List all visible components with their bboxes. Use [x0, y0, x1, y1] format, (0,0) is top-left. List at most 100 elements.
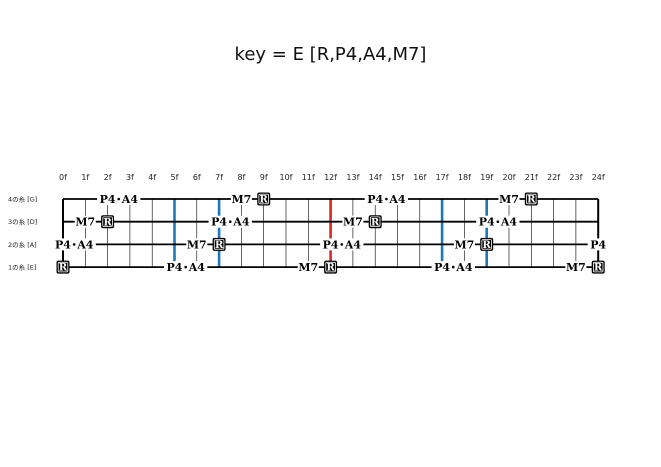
- root-note-label: R: [326, 263, 335, 274]
- root-note-label: R: [215, 240, 224, 251]
- fret-number-label: 23f: [569, 173, 582, 182]
- note-background: [297, 261, 319, 274]
- interval-note-label: P4: [211, 216, 227, 229]
- interval-separator-dot: [184, 265, 187, 269]
- fret-number-label: 13f: [346, 173, 359, 182]
- interval-note-label: P4: [367, 193, 383, 206]
- fret-number-label: 21f: [525, 173, 538, 182]
- root-note-box: [368, 215, 382, 229]
- root-note-inner-frame: [57, 261, 69, 273]
- note-background: [342, 238, 364, 251]
- string-name-label: 4の糸 [G]: [8, 195, 37, 204]
- root-note-box: [524, 192, 538, 206]
- root-note-inner-frame: [213, 239, 225, 250]
- interval-note-label: A4: [455, 261, 473, 274]
- root-note-label: R: [260, 195, 269, 206]
- page-title: key = E [R,P4,A4,M7]: [234, 44, 427, 65]
- note-background: [74, 215, 96, 228]
- interval-separator-dot: [451, 265, 455, 269]
- note-background: [186, 238, 208, 251]
- interval-note-label: A4: [388, 193, 406, 206]
- note-background: [498, 215, 520, 228]
- note-background: [431, 261, 453, 274]
- interval-note-label: P4: [100, 193, 116, 206]
- root-note-inner-frame: [526, 193, 537, 205]
- fret-number-label: 9f: [260, 173, 268, 182]
- note-background: [453, 261, 475, 274]
- interval-separator-dot: [72, 243, 76, 246]
- interval-note-label: M7: [231, 193, 251, 206]
- fret-number-label: 20f: [503, 173, 516, 182]
- interval-note-label: P4: [590, 238, 606, 251]
- fret-number-label: 5f: [171, 173, 179, 182]
- note-background: [230, 193, 252, 205]
- note-background: [387, 193, 408, 205]
- interval-note-label: M7: [499, 193, 519, 206]
- root-note-box: [591, 260, 605, 274]
- root-note-label: R: [483, 240, 492, 251]
- root-note-box: [101, 215, 115, 229]
- note-background: [164, 261, 185, 274]
- root-note-box: [480, 237, 494, 251]
- fret-number-label: 16f: [413, 173, 426, 182]
- string-name-label: 3の糸 [D]: [8, 217, 37, 226]
- fret-number-label: 3f: [126, 173, 134, 182]
- interval-note-label: M7: [566, 261, 586, 274]
- interval-note-label: P4: [479, 216, 495, 229]
- note-background: [476, 215, 498, 228]
- root-note-inner-frame: [593, 261, 604, 273]
- note-background: [342, 215, 364, 228]
- fret-number-label: 7f: [215, 173, 223, 182]
- interval-note-label: A4: [500, 216, 518, 229]
- fret-number-label: 0f: [59, 173, 67, 182]
- note-background: [498, 193, 520, 205]
- root-note-label: R: [527, 195, 536, 206]
- fret-number-label: 2f: [104, 173, 112, 182]
- fret-number-label: 19f: [480, 173, 493, 182]
- root-note-inner-frame: [481, 239, 492, 250]
- note-background: [186, 261, 208, 274]
- root-note-label: R: [371, 217, 380, 228]
- note-background: [97, 193, 119, 205]
- interval-note-label: P4: [323, 238, 339, 251]
- note-background: [364, 193, 386, 205]
- root-note-inner-frame: [369, 216, 381, 227]
- root-note-inner-frame: [325, 261, 336, 273]
- interval-separator-dot: [117, 197, 121, 201]
- fret-number-label: 24f: [592, 173, 605, 182]
- fret-number-label: 22f: [547, 173, 560, 182]
- interval-note-label: P4: [55, 238, 71, 251]
- root-note-label: R: [59, 263, 68, 274]
- interval-separator-dot: [340, 243, 344, 246]
- fret-number-label: 12f: [324, 173, 337, 182]
- note-background: [52, 238, 74, 251]
- interval-separator-dot: [496, 220, 500, 223]
- interval-note-label: M7: [343, 216, 363, 229]
- fret-number-label: 8f: [237, 173, 245, 182]
- fret-number-label: 6f: [193, 173, 201, 182]
- root-note-box: [324, 260, 338, 274]
- fret-number-label: 10f: [280, 173, 293, 182]
- root-note-inner-frame: [102, 216, 113, 227]
- root-note-box: [56, 260, 70, 274]
- interval-note-label: A4: [76, 238, 94, 251]
- fret-number-label: 11f: [302, 173, 315, 182]
- note-background: [587, 238, 609, 251]
- interval-note-label: A4: [344, 238, 362, 251]
- string-name-label: 2の糸 [A]: [8, 240, 37, 249]
- root-note-box: [212, 237, 226, 251]
- note-background: [230, 215, 252, 228]
- interval-note-label: M7: [187, 238, 207, 251]
- interval-note-label: A4: [232, 216, 250, 229]
- fret-number-label: 18f: [458, 173, 471, 182]
- fret-number-label: 1f: [81, 173, 89, 182]
- fret-number-label: 15f: [391, 173, 404, 182]
- fret-number-label: 4f: [148, 173, 156, 182]
- position-markers: [173, 199, 489, 268]
- root-note-label: R: [103, 217, 112, 228]
- interval-note-label: A4: [188, 261, 206, 274]
- fret-number-label: 17f: [436, 173, 449, 182]
- interval-note-label: M7: [75, 216, 95, 229]
